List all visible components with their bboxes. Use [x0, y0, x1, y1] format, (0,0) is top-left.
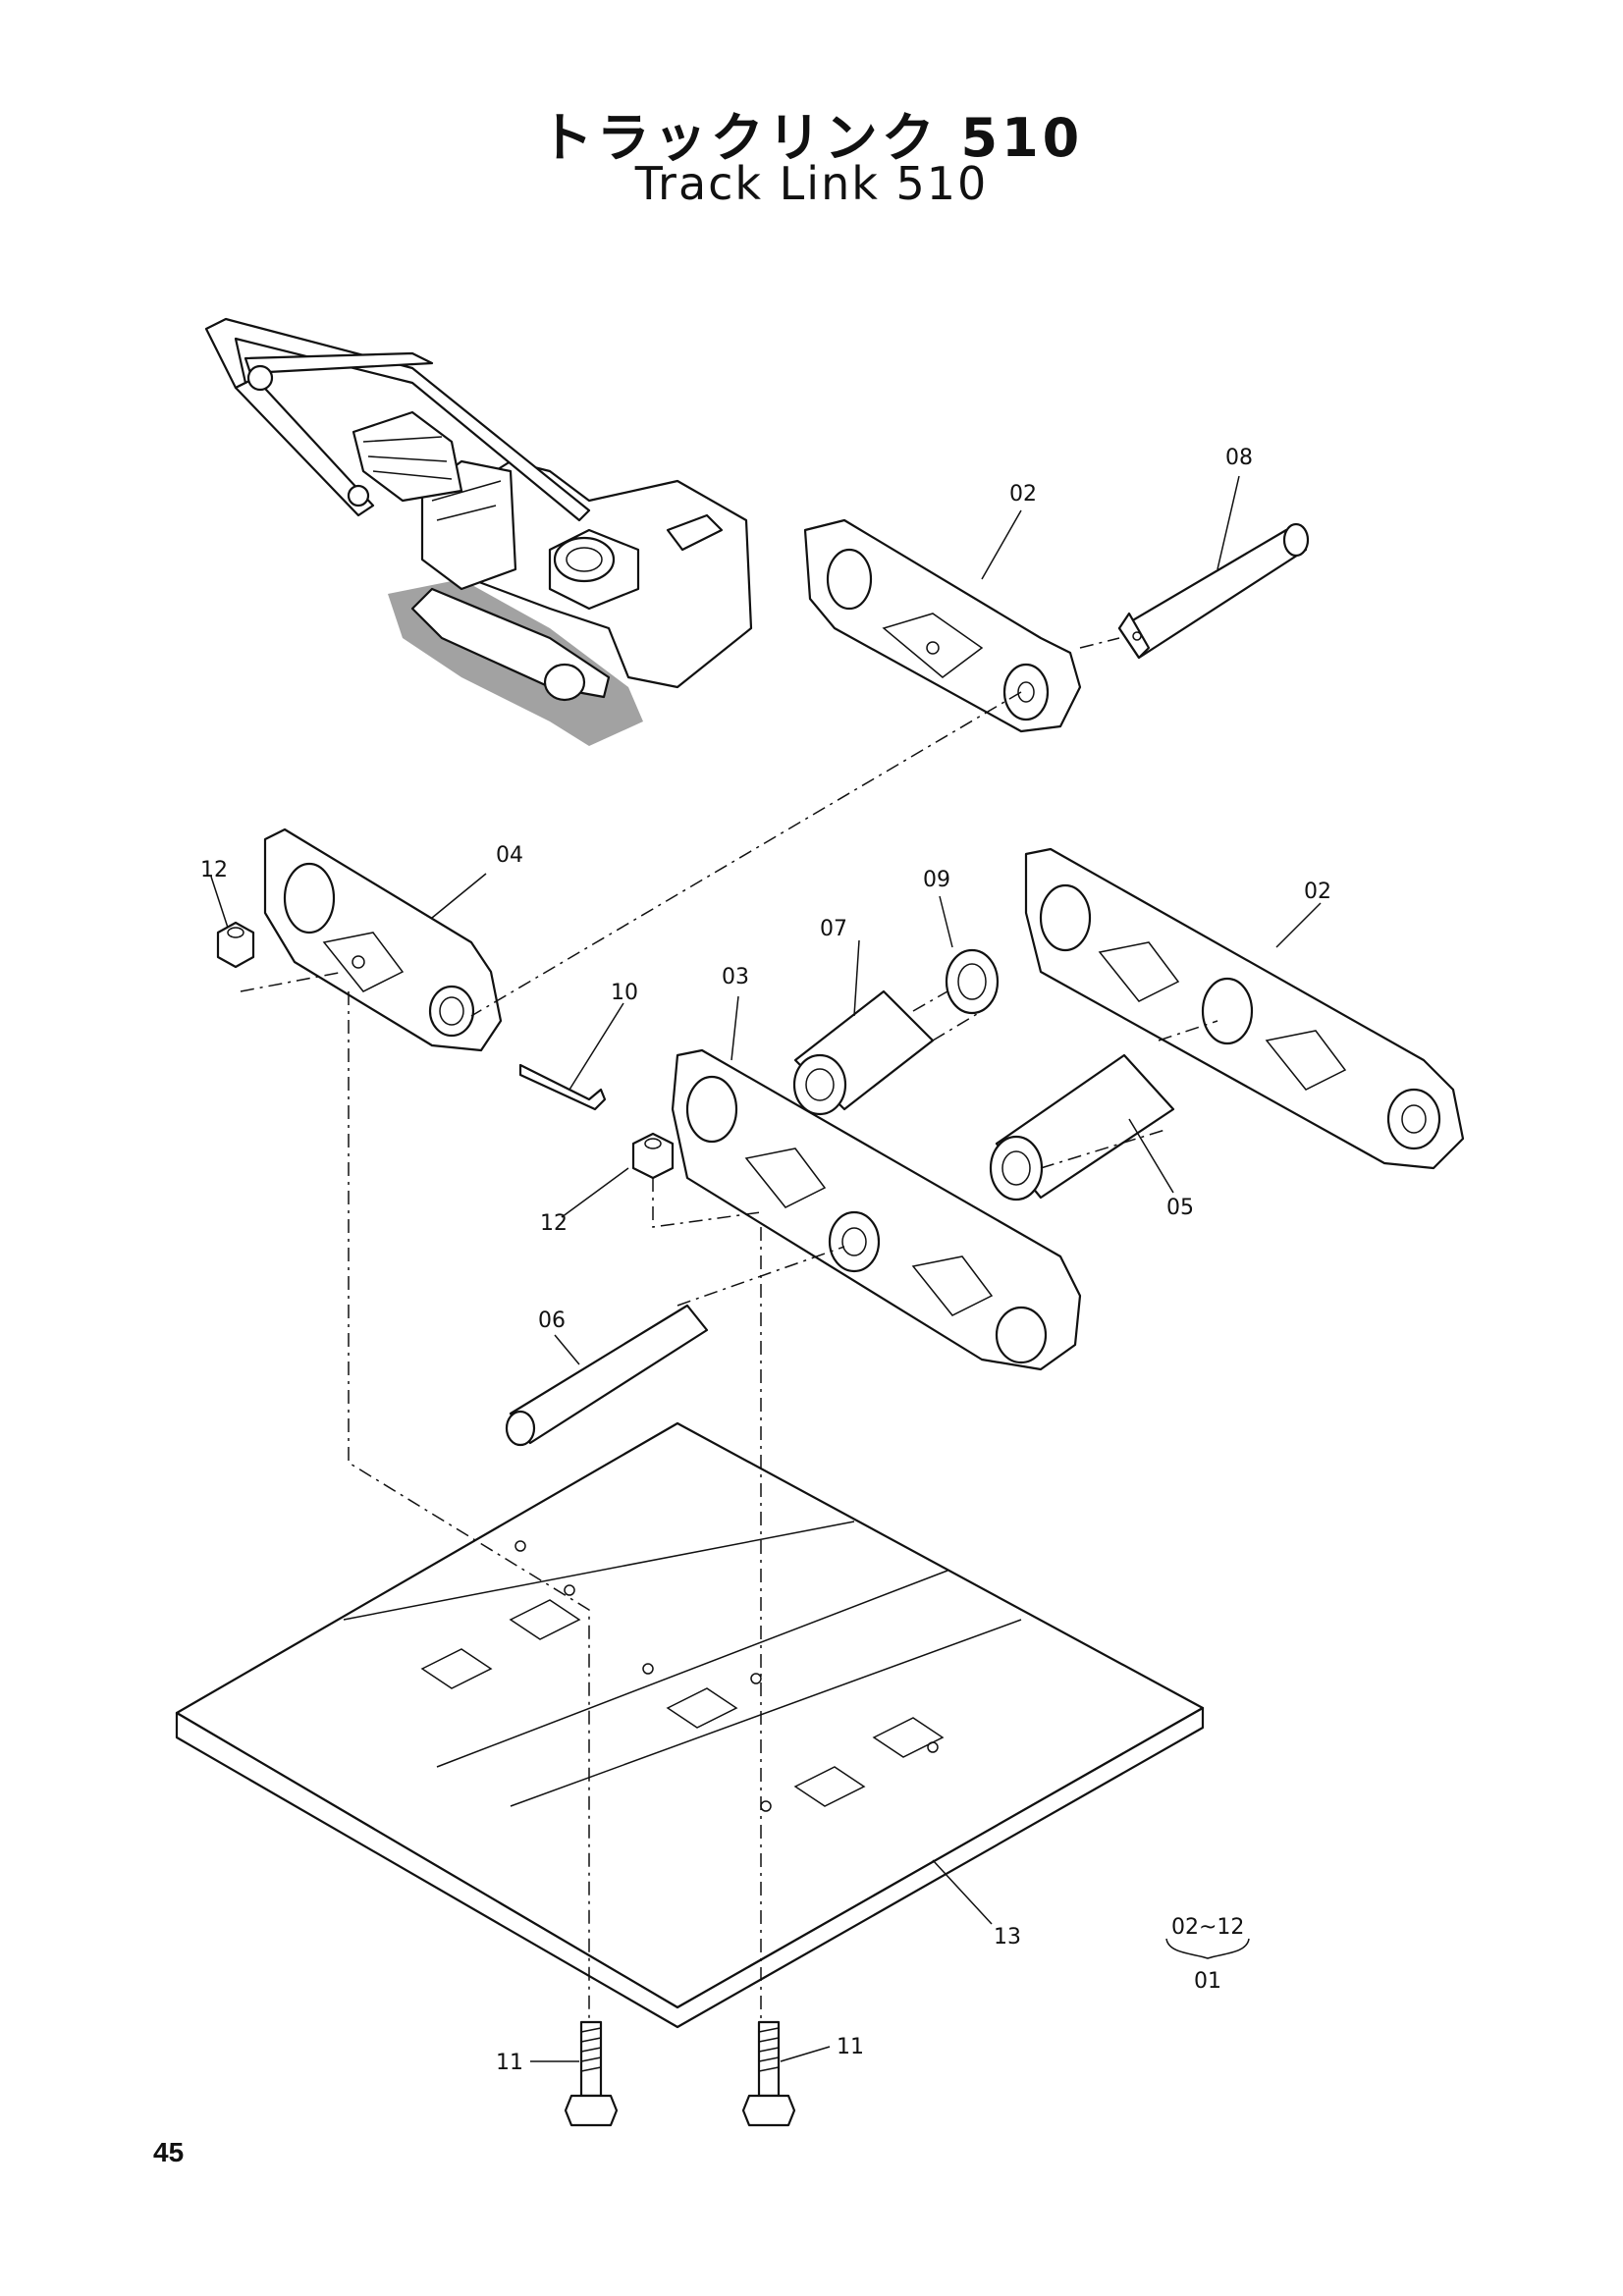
callout-10: 10: [611, 981, 638, 1005]
callout-04: 04: [496, 843, 523, 868]
track-link-02-right: [1024, 847, 1465, 1170]
track-link-04: [263, 828, 503, 1052]
page-title-japanese: トラックリンク 510: [539, 107, 1084, 169]
bolt-11-left: [564, 2020, 619, 2127]
callout-01: 01: [1194, 1969, 1221, 1994]
bushing-05: [989, 1053, 1175, 1201]
callout-02-right: 02: [1304, 880, 1331, 904]
pin-06: [505, 1304, 709, 1447]
callout-range: 02~12: [1171, 1915, 1244, 1940]
track-link-03: [671, 1048, 1082, 1371]
pin-08: [1117, 522, 1310, 660]
assembly-centerlines: [240, 637, 1218, 2022]
page-title-english: Track Link 510: [634, 157, 989, 210]
callout-07: 07: [820, 917, 847, 941]
callout-11-right: 11: [837, 2035, 864, 2059]
callout-03: 03: [722, 965, 749, 989]
bolt-11-right: [741, 2020, 796, 2127]
page-number: 45: [153, 2137, 185, 2167]
callout-05: 05: [1166, 1196, 1194, 1220]
bushing-07: [792, 989, 935, 1116]
callout-06: 06: [538, 1308, 566, 1333]
callout-12-center: 12: [540, 1211, 568, 1236]
callout-13: 13: [994, 1925, 1021, 1949]
nut-12-center: [631, 1132, 675, 1180]
callout-08: 08: [1225, 446, 1253, 470]
nut-12-left: [216, 921, 255, 969]
callout-12-left: 12: [200, 858, 228, 882]
callout-11-left: 11: [496, 2051, 523, 2075]
callout-09: 09: [923, 868, 950, 892]
track-shoe-13: [175, 1421, 1205, 2029]
seal-09: [945, 948, 1000, 1015]
leader-lines: [210, 475, 1322, 2062]
excavator-illustration: [204, 317, 753, 746]
pin-10: [518, 1063, 607, 1111]
track-link-02-upper: [803, 518, 1082, 733]
callout-02-upper: 02: [1009, 482, 1037, 507]
callout-labels: 08 02 04 12 09 02 07 10 03 05 12 06 13 1…: [200, 446, 1331, 2075]
